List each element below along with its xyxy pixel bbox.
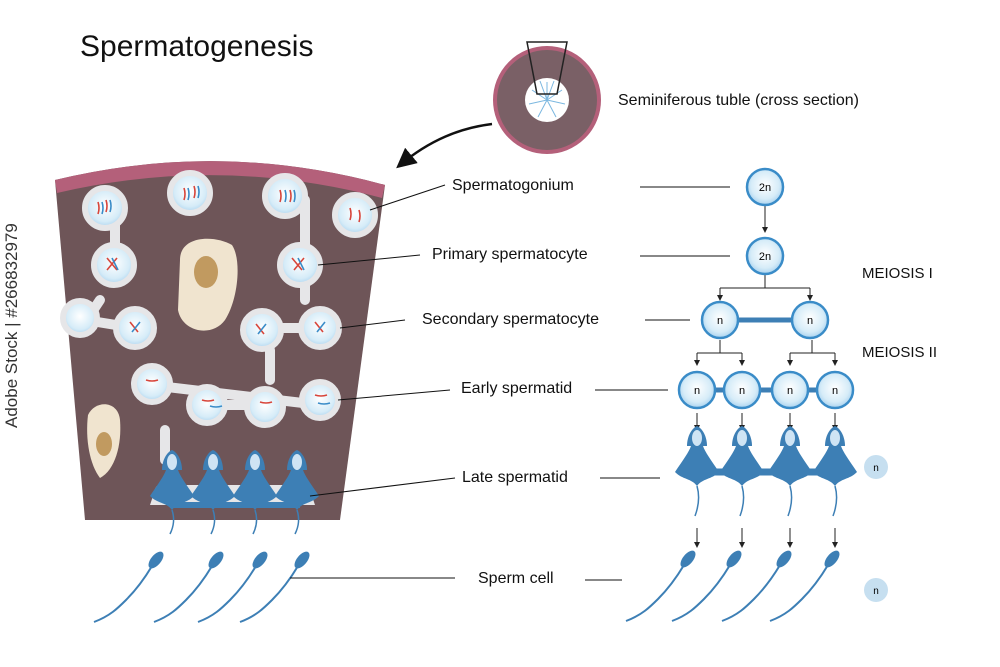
ploidy-label: n [787,385,793,397]
label-secondary-spermatocyte: Secondary spermatocyte [422,311,599,328]
ploidy-label: n [807,315,813,327]
tissue-cells [60,170,378,428]
primary-spermatocyte-node: 2n [745,236,785,276]
ploidy-label: n [694,385,700,397]
ploidy-label: 2n [759,182,771,194]
secondary-spermatocyte-nodes: n n [700,300,830,340]
seminiferous-tubule-cross-section [493,41,601,154]
ploidy-label: n [873,586,879,597]
label-cross-section: Seminiferous tuble (cross section) [618,92,859,109]
ploidy-label: n [873,463,879,474]
lineage-schematic [625,206,857,622]
diagram-title: Spermatogenesis [80,30,314,63]
tissue-late-spermatids [150,450,319,535]
label-early-spermatid: Early spermatid [461,380,573,397]
phase-meiosis-2: MEIOSIS II [862,344,938,361]
stock-watermark: Adobe Stock | #266832979 [2,223,21,428]
ploidy-label: n [739,385,745,397]
label-spermatogonium: Spermatogonium [452,177,574,194]
zoom-arrow [396,122,493,169]
ploidy-label: 2n [759,251,771,263]
tissue-sperm-cells [93,548,314,623]
spermatogonium-node: 2n [745,167,785,207]
leader-lines [290,184,730,581]
sertoli-cell [87,404,121,478]
early-spermatid-nodes: n n n n [677,370,855,410]
sperm-ploidy-badge: n [864,578,888,602]
phase-meiosis-1: MEIOSIS I [862,265,933,282]
label-sperm-cell: Sperm cell [478,570,554,587]
ploidy-label: n [717,315,723,327]
late-spermatid-ploidy-badge: n [864,455,888,479]
label-late-spermatid: Late spermatid [462,469,568,486]
ploidy-label: n [832,385,838,397]
label-primary-spermatocyte: Primary spermatocyte [432,246,588,263]
sertoli-cell [178,238,238,331]
